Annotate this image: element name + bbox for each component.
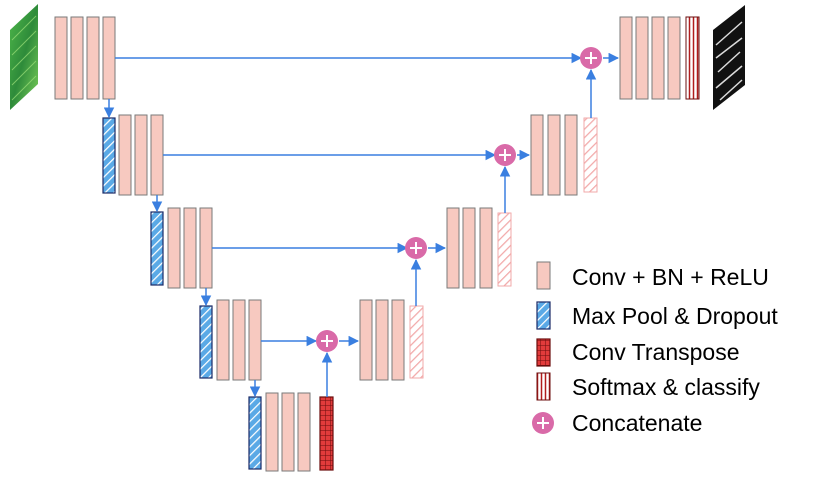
- upsample-arrows: [321, 68, 597, 397]
- pool-block: [150, 211, 164, 286]
- conv-block: [70, 16, 84, 100]
- upsample-block: [497, 212, 512, 287]
- conv-block: [375, 299, 389, 381]
- concatenate-icon: [316, 330, 338, 352]
- conv-block: [183, 207, 197, 289]
- conv-block: [359, 299, 373, 381]
- pool-block: [102, 117, 116, 194]
- legend-softmax-swatch: [536, 372, 551, 401]
- encoder-level-0: [54, 16, 116, 100]
- decoder-level-0: [619, 16, 681, 100]
- conv-transpose-block: [319, 396, 334, 471]
- conv-block: [564, 114, 578, 196]
- decoder-level-3: [359, 299, 405, 381]
- legend: Conv + BN + ReLU Max Pool & Dropout Conv…: [532, 261, 778, 436]
- conv-block: [479, 207, 493, 289]
- output-image-texture: [715, 21, 743, 101]
- legend-concat-label: Concatenate: [572, 410, 702, 436]
- pool-block: [248, 396, 262, 470]
- conv-block: [199, 207, 213, 289]
- conv-block: [297, 392, 311, 472]
- conv-block: [134, 114, 148, 196]
- encoder-level-3: [216, 299, 262, 381]
- pool-block: [199, 305, 213, 379]
- conv-block: [446, 207, 460, 289]
- conv-block: [281, 392, 295, 472]
- input-image-texture: [11, 15, 37, 101]
- skip-arrows: [115, 52, 583, 347]
- conv-block: [619, 16, 633, 100]
- concatenate-icon: [405, 237, 427, 259]
- conv-block: [547, 114, 561, 196]
- conv-block: [248, 299, 262, 381]
- concatenate-icon: [580, 47, 602, 69]
- conv-block: [667, 16, 681, 100]
- downsample-arrows: [103, 99, 261, 398]
- softmax-block: [685, 16, 700, 100]
- encoder-level-2: [167, 207, 213, 289]
- upsample-block: [583, 117, 598, 193]
- legend-transpose-swatch: [536, 338, 551, 367]
- conv-block: [54, 16, 68, 100]
- conv-block: [167, 207, 181, 289]
- legend-concat-icon: [532, 412, 554, 434]
- conv-block: [102, 16, 116, 100]
- legend-pool-label: Max Pool & Dropout: [572, 303, 778, 329]
- legend-transpose-label: Conv Transpose: [572, 339, 739, 365]
- conv-block: [118, 114, 132, 196]
- decoder-level-1: [530, 114, 578, 196]
- conv-block: [462, 207, 476, 289]
- legend-conv-swatch: [536, 261, 551, 290]
- decoder-level-2: [446, 207, 493, 289]
- conv-block: [635, 16, 649, 100]
- conv-block: [651, 16, 665, 100]
- concatenate-icon: [494, 144, 516, 166]
- legend-conv-label: Conv + BN + ReLU: [572, 264, 769, 290]
- encoder-level-1: [118, 114, 164, 196]
- legend-softmax-label: Softmax & classify: [572, 374, 760, 400]
- conv-block: [150, 114, 164, 196]
- input-image: [10, 4, 38, 110]
- conv-block: [216, 299, 230, 381]
- bottleneck: [265, 392, 311, 472]
- conv-block: [391, 299, 405, 381]
- conv-block: [232, 299, 246, 381]
- conv-block: [530, 114, 544, 196]
- conv-block: [86, 16, 100, 100]
- concat-out-arrows: [339, 52, 620, 347]
- concat-nodes: [316, 47, 602, 352]
- upsample-block: [409, 305, 424, 379]
- legend-pool-swatch: [536, 301, 551, 330]
- conv-block: [265, 392, 279, 472]
